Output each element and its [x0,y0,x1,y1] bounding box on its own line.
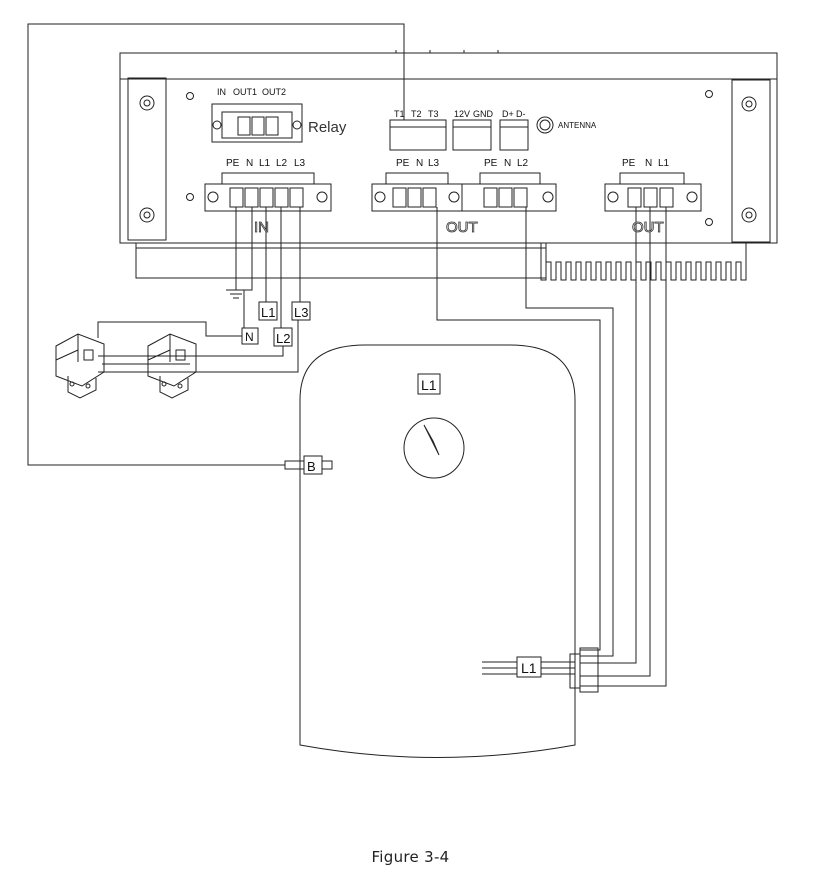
in-terminal-l2: L2 [276,158,288,169]
out-c-terminal-l1: L1 [658,158,670,169]
power-terminal [452,119,492,151]
temperature-sensor-terminal [389,119,447,151]
input-terminal-block [204,172,332,212]
in-terminal-pe: PE [226,158,240,169]
terminal-t3: T3 [428,109,439,119]
in-terminal-l1: L1 [259,158,271,169]
out-a-terminal-l3: L3 [428,158,440,169]
output-labels: PE N L3 PE N L2 PE N L1 OUT OUT [396,158,670,236]
relay-name: Relay [308,119,347,136]
output-terminal-block-a [371,172,463,212]
out-c-label: OUT [632,219,664,236]
wire-tag-n: N [245,330,254,344]
wire-tags [241,301,542,678]
relay-terminal-block [211,103,303,143]
terminal-gnd: GND [473,109,494,119]
water-tank [284,344,599,758]
antenna-connector [536,116,554,134]
terminal-d-minus: D- [516,109,526,119]
out-b-terminal-n: N [504,158,511,169]
mounting-screws [139,90,757,226]
out-b-terminal-pe: PE [484,158,498,169]
figure-caption: Figure 3-4 [371,848,450,866]
output-terminal-block-c [604,172,702,212]
tank-top-tag: L1 [421,377,437,393]
thermometer-gauge [403,417,465,479]
wire-tag-l3: L3 [294,305,308,320]
tank-heater-tag: L1 [521,660,537,676]
wire-tag-l2: L2 [276,331,290,346]
controller-housing [119,50,778,279]
circuit-breaker-2 [147,333,197,399]
heat-sink [540,243,747,281]
right-bracket [731,79,771,243]
bottom-rail [135,242,547,279]
out-ab-label: OUT [446,219,478,236]
data-terminal [499,119,529,151]
sensor-labels: T1 T2 T3 12V GND D+ D- ANTENNA [394,109,597,130]
out-c-terminal-n: N [645,158,652,169]
circuit-breaker-1 [55,333,105,399]
in-block-label: IN [254,219,269,236]
wire-tag-l1: L1 [261,305,275,320]
relay-terminal-out2: OUT2 [262,87,286,97]
antenna-label: ANTENNA [558,121,597,130]
in-terminal-l3: L3 [294,158,306,169]
out-b-terminal-l2: L2 [517,158,529,169]
relay-terminal-out1: OUT1 [233,87,257,97]
out-c-terminal-pe: PE [622,158,636,169]
terminal-t1: T1 [394,109,405,119]
output-terminal-block-b [461,172,557,212]
left-bracket [127,77,167,241]
terminal-d-plus: D+ [502,109,514,119]
out-a-terminal-pe: PE [396,158,410,169]
input-labels: PE N L1 L2 L3 IN [226,158,306,236]
out-a-terminal-n: N [416,158,423,169]
relay-labels: IN OUT1 OUT2 Relay [217,87,347,136]
in-terminal-n: N [246,158,253,169]
terminal-12v: 12V [454,109,470,119]
tank-sensor-tag: B [307,459,316,474]
terminal-t2: T2 [411,109,422,119]
relay-terminal-in: IN [217,87,226,97]
